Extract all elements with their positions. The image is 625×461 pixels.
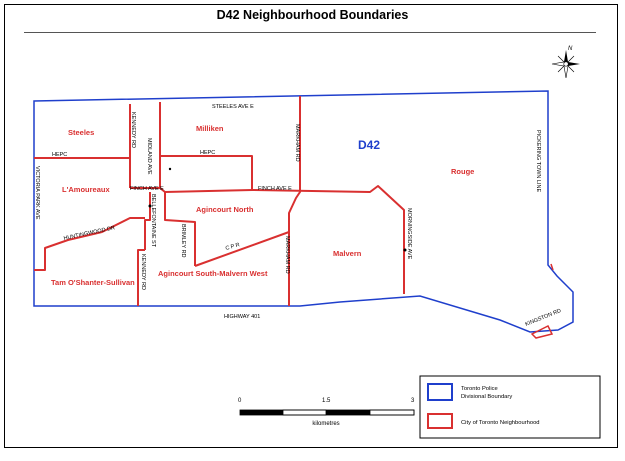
neighbourhood-label-steeles: Steeles xyxy=(68,128,94,137)
legend-label-division-line2: Divisional Boundary xyxy=(461,394,512,400)
kennedy-south-line xyxy=(137,249,145,306)
finch-east-line xyxy=(251,185,405,294)
legend-swatch-neighbourhood xyxy=(427,413,453,429)
street-label-hepc-east: HEPC xyxy=(200,150,215,156)
legend-label-neighbourhood: City of Toronto Neighbourhood xyxy=(461,420,540,426)
scale-tick-0: 0 xyxy=(238,398,242,404)
scale-unit: kilometres xyxy=(312,421,339,427)
neighbourhood-label-milliken: Milliken xyxy=(196,124,224,133)
neighbourhood-boundaries xyxy=(34,96,405,306)
legend-label-division-line1: Toronto Police xyxy=(461,386,498,392)
division-label: D42 xyxy=(358,138,380,152)
street-label-brimley: BRIMLEY RD xyxy=(180,224,186,258)
legend: Toronto Police Divisional Boundary City … xyxy=(419,375,601,439)
street-label-hepc-west: HEPC xyxy=(52,152,67,158)
neighbourhood-label-agincourt-south: Agincourt South-Malvern West xyxy=(158,269,268,278)
pickering-red-tick xyxy=(550,263,554,271)
hepc-east-line xyxy=(160,155,253,190)
legend-swatch-division xyxy=(427,383,453,401)
neighbourhood-label-agincourt-north: Agincourt North xyxy=(196,205,254,214)
lamoureaux-south-line xyxy=(34,217,145,271)
point-marker xyxy=(403,248,407,252)
finch-link-line xyxy=(164,189,253,193)
bellefontaine-line xyxy=(144,192,151,250)
street-label-bellefontaine: BELLEFONTAINE ST xyxy=(150,194,156,248)
point-marker xyxy=(148,204,152,208)
agincourt-mid-line xyxy=(164,192,196,266)
kingston-red-outline xyxy=(530,324,554,339)
division-boundary xyxy=(33,90,574,333)
neighbourhood-label-tam-oshanter: Tam O'Shanter-Sullivan xyxy=(51,278,135,287)
neighbourhood-label-lamoureaux: L'Amoureaux xyxy=(62,185,110,194)
street-label-finch-east: FINCH AVE E xyxy=(258,186,292,192)
neighbourhood-label-malvern: Malvern xyxy=(333,249,362,258)
scale-bar xyxy=(239,409,415,416)
street-label-morningside: MORNINGSIDE AVE xyxy=(406,208,412,260)
finch-west-line xyxy=(130,187,166,193)
street-label-cpr: C P R xyxy=(225,242,241,252)
street-label-kennedy-north: KENNEDY RD xyxy=(130,112,136,148)
cpr-line xyxy=(194,231,290,267)
point-marker xyxy=(168,167,172,171)
title-divider xyxy=(24,32,596,33)
street-label-kennedy-south: KENNEDY RD xyxy=(140,254,146,290)
map-frame xyxy=(4,4,618,448)
street-label-victoria-park: VICTORIA PARK AVE xyxy=(34,166,40,220)
street-label-finch-west: FINCH AVE E xyxy=(130,186,164,192)
map-title: D42 Neighbourhood Boundaries xyxy=(216,8,409,22)
street-label-steeles: STEELES AVE E xyxy=(212,104,254,110)
street-label-pickering: PICKERING TOWN LINE xyxy=(535,130,541,192)
north-label: N xyxy=(568,46,573,52)
scale-tick-1: 1.5 xyxy=(322,398,331,404)
scale-tick-2: 3 xyxy=(411,398,415,404)
street-label-kingston: KINGSTON RD xyxy=(525,308,563,328)
neighbourhood-label-rouge: Rouge xyxy=(451,167,474,176)
street-label-midland: MIDLAND AVE xyxy=(146,138,152,175)
markham-north-line xyxy=(288,96,301,306)
street-label-markham-south: MARKHAM RD xyxy=(284,236,290,274)
north-arrow-icon xyxy=(551,50,580,79)
street-label-huntingwood: HUNTINGWOOD DR xyxy=(63,225,115,242)
street-label-highway401: HIGHWAY 401 xyxy=(224,314,260,320)
street-label-markham-north: MARKHAM RD xyxy=(294,124,300,162)
